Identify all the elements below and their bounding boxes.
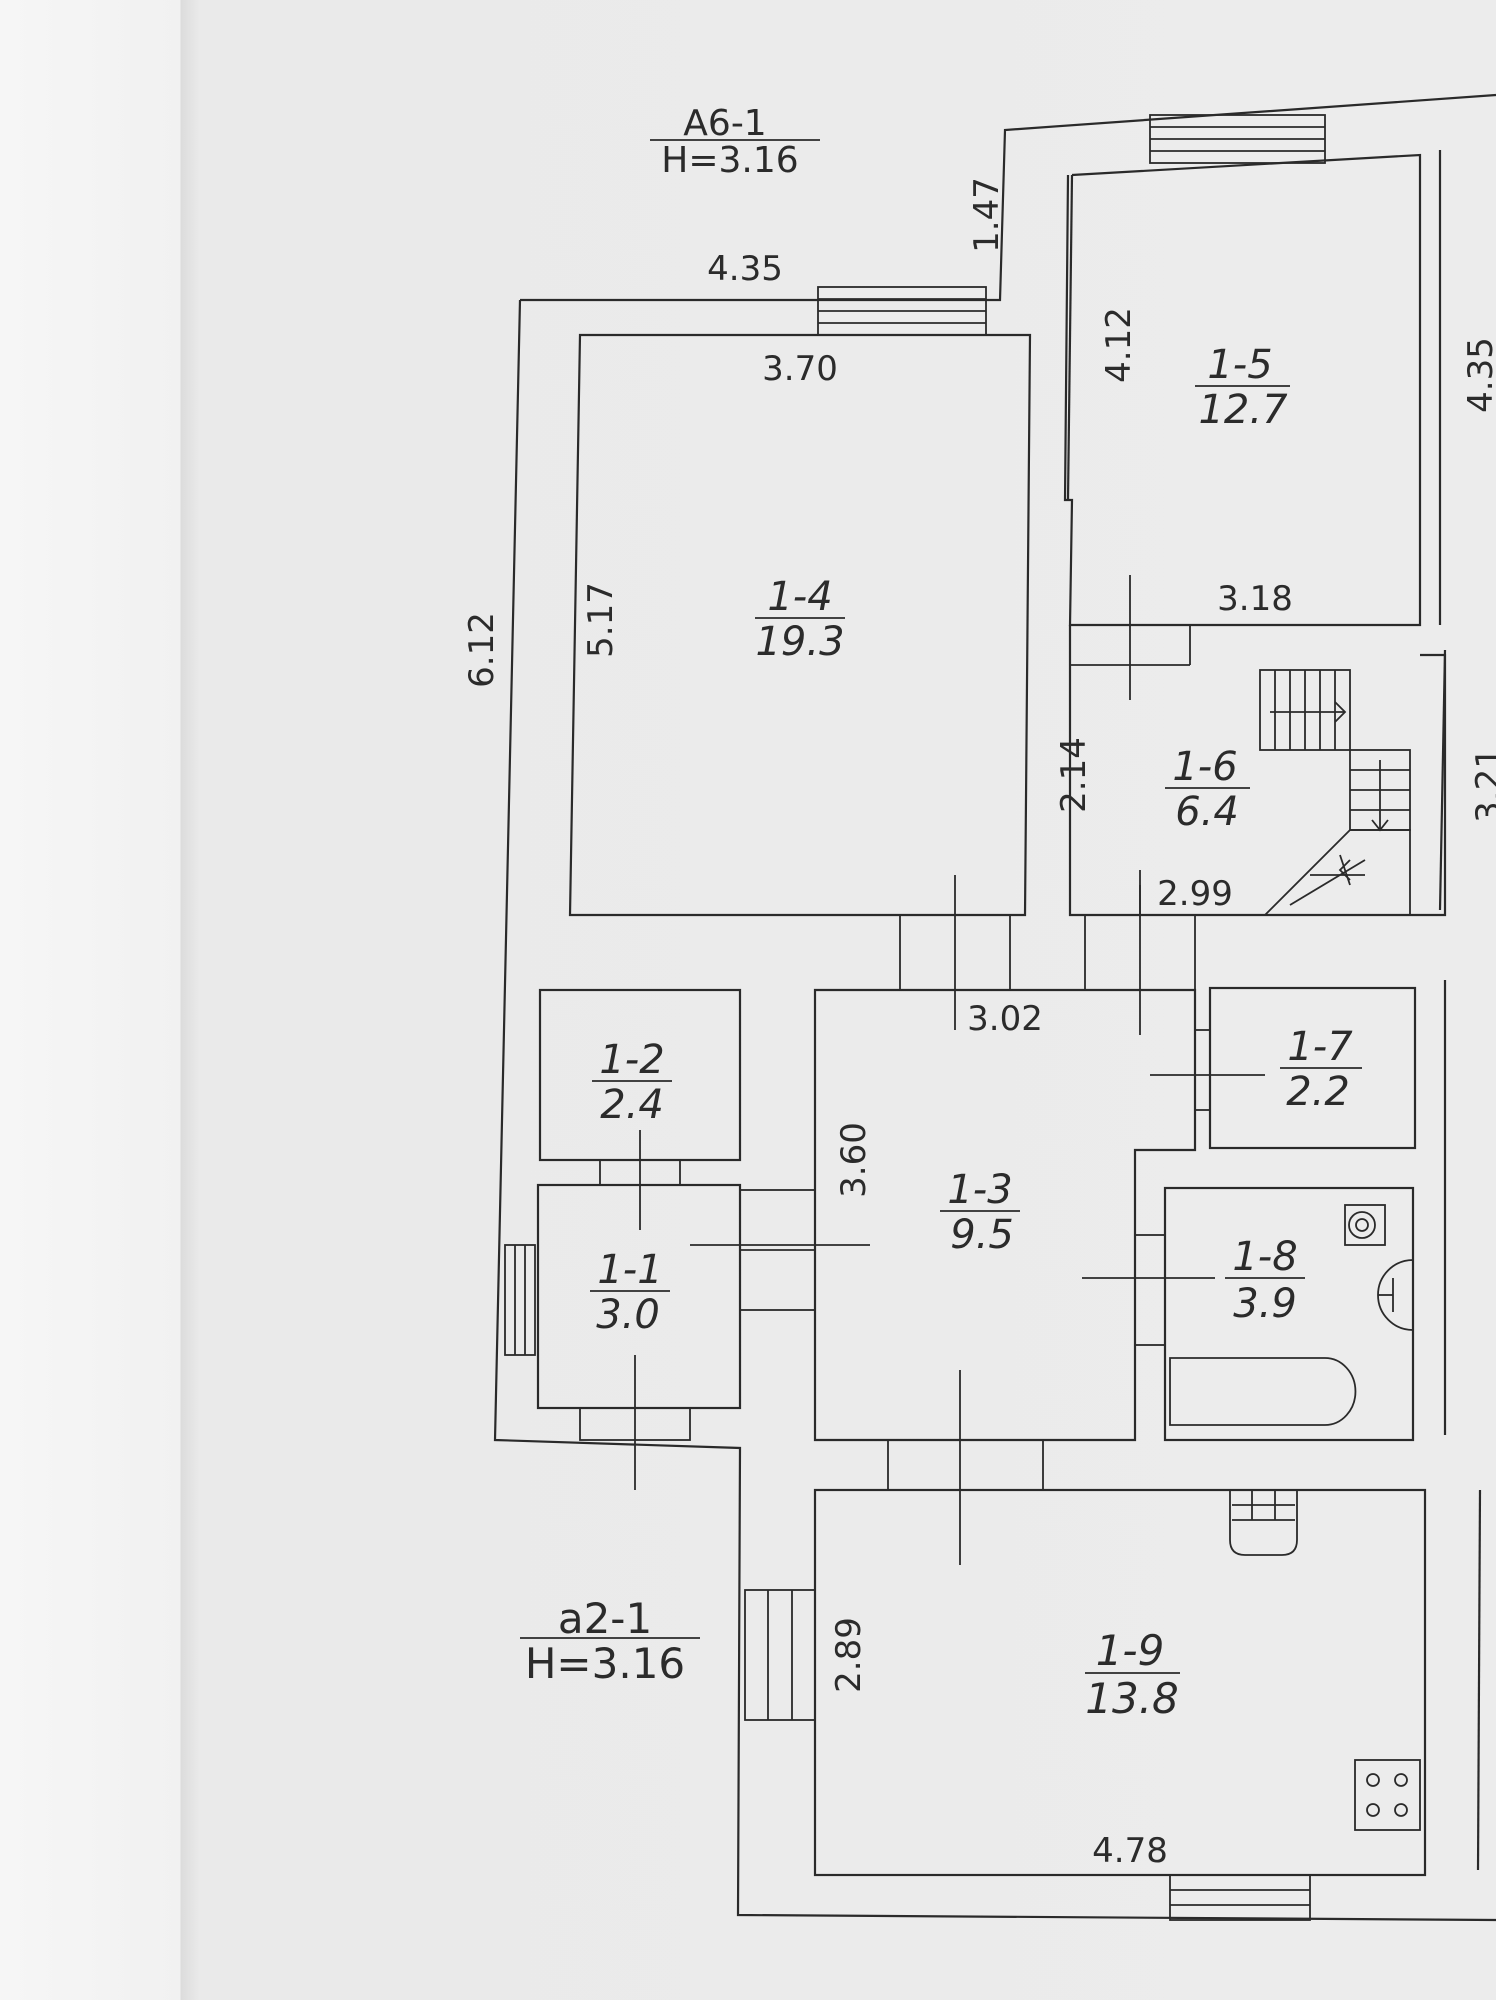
window-room-1-4	[817, 286, 987, 336]
dim-outer-height-left: 6.12	[462, 612, 502, 688]
room-id: 1-9	[1096, 1626, 1165, 1675]
block-label-annex: а2-1 Н=3.16	[520, 1594, 700, 1688]
room-label-1-1: 1-1 3.0	[590, 1247, 670, 1338]
room-1-8-walls	[1163, 1186, 1415, 1442]
room-id: 1-3	[947, 1167, 1012, 1213]
room-label-1-2: 1-2 2.4	[592, 1037, 672, 1128]
room-id: 1-7	[1287, 1024, 1353, 1070]
room-id: 1-6	[1172, 744, 1237, 790]
dim-1-47: 1.47	[967, 177, 1007, 253]
dim-room-1-9-width: 4.78	[1092, 1831, 1168, 1871]
block-label-main: А6-1 Н=3.16	[650, 103, 820, 181]
room-area: 19.3	[755, 619, 844, 665]
room-area: 9.5	[950, 1212, 1014, 1258]
block-height-annex: Н=3.16	[525, 1639, 685, 1688]
room-label-1-5: 1-5 12.7	[1195, 342, 1290, 433]
dim-right-partial: 3.21	[1469, 747, 1496, 823]
room-1-1-walls	[536, 1159, 816, 1441]
dimension-tick-marks	[634, 575, 1265, 1565]
room-1-9-walls	[813, 1488, 1427, 1921]
room-id: 1-2	[599, 1037, 664, 1083]
dim-room-1-6-width: 2.99	[1157, 874, 1233, 914]
dim-room-1-4-height: 5.17	[581, 582, 621, 658]
room-id: 1-4	[767, 574, 832, 620]
sink-kitchen-icon	[1229, 1490, 1298, 1556]
room-id: 1-8	[1232, 1234, 1297, 1280]
dim-room-1-3-width: 3.02	[967, 999, 1043, 1039]
entrance-window-left	[504, 1244, 536, 1356]
room-label-1-4: 1-4 19.3	[755, 574, 845, 665]
room-id: 1-5	[1207, 342, 1272, 388]
staircase	[1259, 669, 1411, 916]
room-area: 3.9	[1233, 1281, 1297, 1327]
dim-room-1-5-height: 4.12	[1099, 307, 1139, 383]
right-neighbor-wall-4	[1476, 1489, 1482, 1871]
room-area: 12.7	[1198, 387, 1288, 433]
room-area: 2.4	[600, 1082, 664, 1128]
room-label-1-9: 1-9 13.8	[1085, 1626, 1180, 1723]
room-label-1-7: 1-7 2.2	[1280, 1024, 1362, 1115]
dim-room-1-5-width: 3.18	[1217, 579, 1293, 619]
room-area: 2.2	[1286, 1069, 1350, 1115]
dim-right-4-35: 4.35	[1461, 337, 1496, 413]
room-area: 13.8	[1085, 1674, 1179, 1723]
room-id: 1-1	[597, 1247, 662, 1293]
block-name-main: А6-1	[683, 103, 766, 144]
room-label-1-3: 1-3 9.5	[940, 1167, 1020, 1258]
dim-outer-width-top: 4.35	[707, 249, 783, 289]
dim-room-1-4-width: 3.70	[762, 349, 838, 389]
room-area: 6.4	[1175, 789, 1239, 835]
window-room-1-5	[1149, 114, 1326, 164]
block-height-main: Н=3.16	[661, 140, 798, 181]
dim-room-1-3-height: 3.60	[834, 1122, 874, 1198]
dim-room-1-6-height: 2.14	[1054, 737, 1094, 813]
bathtub-icon	[1169, 1357, 1357, 1426]
dim-room-1-9-height: 2.89	[829, 1617, 869, 1693]
sink-icon	[1344, 1204, 1386, 1246]
window-room-1-9-left	[744, 1589, 816, 1721]
room-label-1-8: 1-8 3.9	[1225, 1234, 1305, 1327]
stove-icon	[1354, 1759, 1421, 1831]
block-name-annex: а2-1	[558, 1594, 652, 1643]
window-room-1-9	[1169, 1874, 1311, 1921]
room-1-7-walls	[1208, 986, 1417, 1150]
room-area: 3.0	[596, 1292, 660, 1338]
room-label-1-6: 1-6 6.4	[1165, 744, 1250, 835]
